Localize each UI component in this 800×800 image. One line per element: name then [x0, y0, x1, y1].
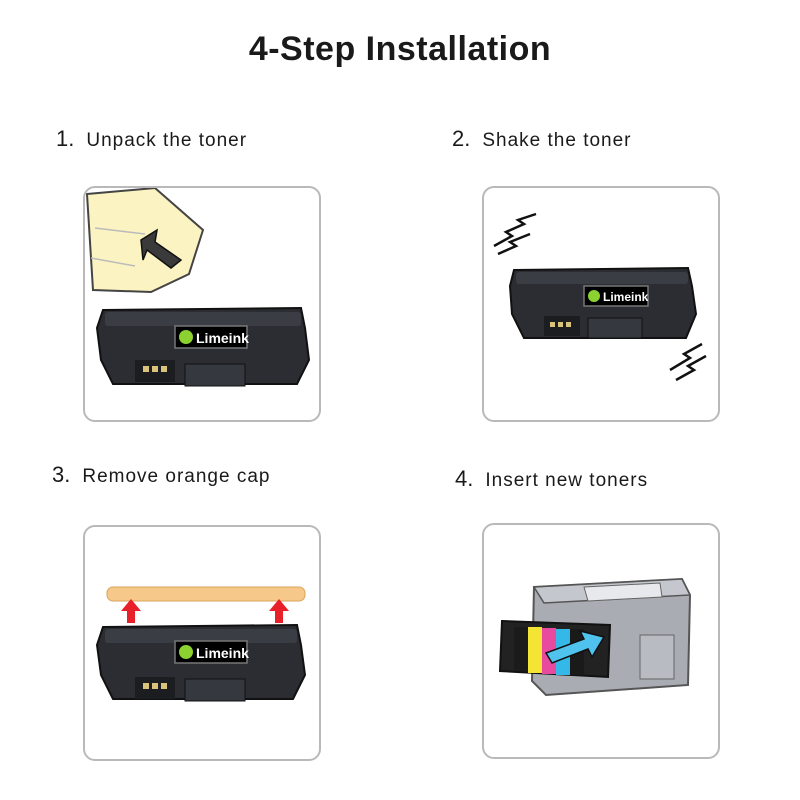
insert-arrow-icon [544, 629, 606, 664]
lift-arrow-icon-right [269, 599, 289, 623]
step-2-number: 2. [452, 126, 471, 151]
step-1-number: 1. [56, 126, 75, 151]
step-4-panel [482, 523, 720, 759]
lift-arrow-icon-left [121, 599, 141, 623]
insert-toner-illustration [498, 577, 692, 697]
shake-illustration: Limeink [493, 212, 707, 382]
step-1-text: Unpack the toner [86, 130, 248, 151]
tear-arrow-icon [140, 228, 183, 269]
remove-cap-illustration: Limeink [95, 586, 307, 702]
step-4-label: 4. Insert new toners [455, 466, 648, 492]
toner-cartridge: Limeink [508, 266, 698, 339]
shake-motion-icon [493, 212, 537, 248]
toner-cartridge: Limeink [95, 623, 307, 702]
step-2-panel: Limeink [482, 186, 720, 422]
step-4-text: Insert new toners [485, 470, 649, 491]
brand-logo-text: Limeink [603, 290, 649, 304]
unpack-illustration: Limeink [85, 188, 311, 387]
orange-cap [106, 586, 306, 602]
step-2-label: 2. Shake the toner [452, 126, 632, 152]
step-3-label: 3. Remove orange cap [52, 462, 270, 488]
step-3-number: 3. [52, 462, 71, 487]
shake-motion-icon-2 [669, 342, 703, 372]
toner-cartridge: Limeink [95, 306, 311, 387]
step-2-text: Shake the toner [482, 130, 632, 151]
step-3-text: Remove orange cap [82, 466, 271, 487]
step-1-label: 1. Unpack the toner [56, 126, 247, 152]
step-1-panel: Limeink [83, 186, 321, 422]
brand-logo-text: Limeink [196, 330, 249, 346]
page-title: 4-Step Installation [248, 30, 552, 68]
step-4-number: 4. [455, 466, 474, 491]
brand-logo-text: Limeink [196, 645, 249, 661]
step-3-panel: Limeink [83, 525, 321, 761]
